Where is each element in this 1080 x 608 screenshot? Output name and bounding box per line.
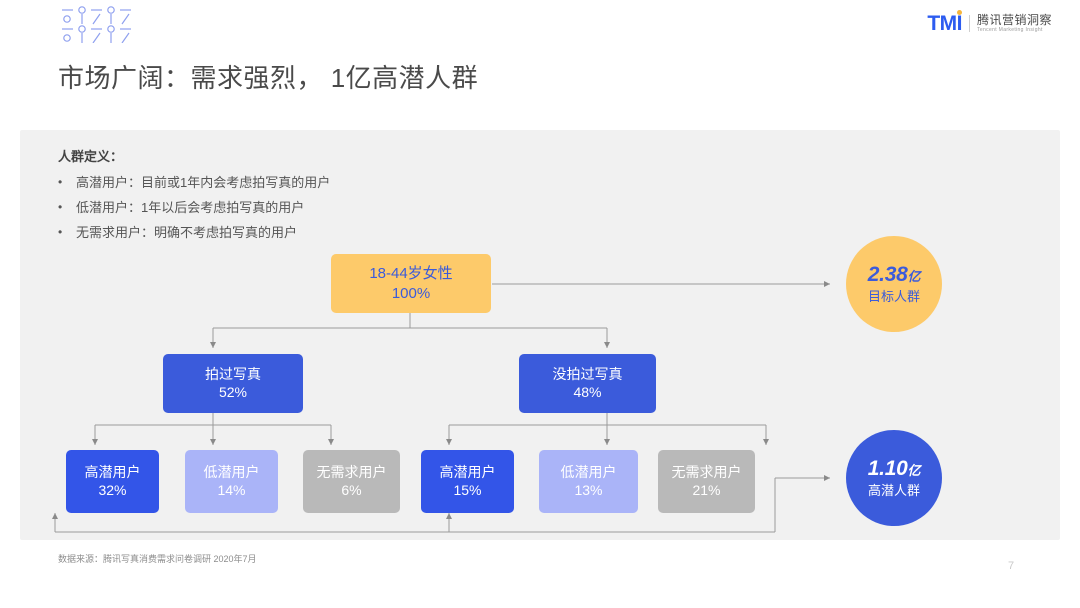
node-label: 18-44岁女性	[369, 265, 453, 283]
logo-divider	[968, 15, 970, 32]
callout-caption: 目标人群	[867, 289, 920, 304]
bullet-icon: •	[58, 175, 63, 189]
bullet-icon: •	[58, 200, 63, 214]
list-item: • 无需求用户：明确不考虑拍写真的用户	[58, 220, 330, 245]
node-value: 100%	[391, 284, 431, 302]
list-item: • 低潜用户：1年以后会考虑拍写真的用户	[58, 195, 330, 220]
node-value: 15%	[453, 481, 482, 498]
callout-number: 2.38亿	[867, 262, 921, 287]
brand-name-cn: 腾讯营销洞察	[976, 13, 1052, 28]
flow-node-low-potential-left[interactable]: 低潜用户 14%	[185, 450, 278, 513]
list-item-text: 无需求用户：明确不考虑拍写真的用户	[76, 225, 298, 240]
flow-node-no-demand-left[interactable]: 无需求用户 6%	[303, 450, 400, 513]
tmi-brand-logo: TMI 腾讯营销洞察 Tencent Marketing Insight	[927, 10, 1052, 35]
source-note: 数据来源：腾讯写真消费需求问卷调研 2020年7月	[58, 554, 257, 564]
callout-target-population[interactable]: 2.38亿 目标人群	[846, 236, 942, 332]
callout-value: 1.10	[867, 456, 908, 480]
node-value: 14%	[217, 481, 246, 498]
brand-name-en: Tencent Marketing Insight	[976, 26, 1043, 33]
node-label: 无需求用户	[316, 463, 387, 480]
brand-accent-dot-icon	[956, 10, 962, 15]
card-footer-strip	[20, 540, 1060, 580]
content-card: 人群定义： • 高潜用户：目前或1年内会考虑拍写真的用户 • 低潜用户：1年以后…	[20, 130, 1060, 540]
node-value: 6%	[341, 481, 362, 498]
flow-node-low-potential-right[interactable]: 低潜用户 13%	[539, 450, 638, 513]
list-item-text: 高潜用户：目前或1年内会考虑拍写真的用户	[76, 175, 331, 190]
callout-high-potential-population[interactable]: 1.10亿 高潜人群	[846, 430, 942, 526]
node-label: 低潜用户	[203, 463, 260, 480]
page-title: 市场广阔：需求强烈， 1亿高潜人群	[58, 63, 479, 93]
node-value: 32%	[98, 481, 127, 498]
flow-diagram: 18-44岁女性 100% 拍过写真 52% 没拍过写真 48% 高潜用户 32…	[20, 130, 1060, 540]
flow-node-taken-photos[interactable]: 拍过写真 52%	[163, 354, 303, 413]
list-item-text: 低潜用户：1年以后会考虑拍写真的用户	[76, 200, 305, 215]
callout-number: 1.10亿	[867, 456, 921, 481]
flow-node-root[interactable]: 18-44岁女性 100%	[331, 254, 491, 313]
node-value: 13%	[574, 481, 603, 498]
node-value: 52%	[218, 383, 248, 400]
flow-node-high-potential-left[interactable]: 高潜用户 32%	[66, 450, 159, 513]
node-label: 低潜用户	[560, 463, 617, 480]
node-label: 无需求用户	[671, 463, 742, 480]
tmi-wordmark: TMI	[927, 10, 962, 35]
brand-text-block: 腾讯营销洞察 Tencent Marketing Insight	[977, 14, 1052, 33]
callout-caption: 高潜人群	[867, 483, 920, 498]
node-label: 高潜用户	[439, 463, 496, 480]
node-label: 没拍过写真	[552, 365, 623, 382]
callout-unit: 亿	[907, 462, 921, 478]
page-number: 7	[1008, 560, 1015, 572]
flow-node-no-demand-right[interactable]: 无需求用户 21%	[658, 450, 755, 513]
flow-connectors	[52, 281, 830, 533]
node-label: 高潜用户	[84, 463, 141, 480]
flow-node-high-potential-right[interactable]: 高潜用户 15%	[421, 450, 514, 513]
list-item: • 高潜用户：目前或1年内会考虑拍写真的用户	[58, 170, 330, 195]
node-value: 21%	[692, 481, 721, 498]
node-label: 拍过写真	[205, 365, 261, 382]
bullet-icon: •	[58, 225, 63, 239]
definition-heading: 人群定义：	[58, 149, 124, 164]
callout-value: 2.38	[867, 262, 908, 286]
callout-unit: 亿	[907, 268, 921, 284]
flow-node-not-taken-photos[interactable]: 没拍过写真 48%	[519, 354, 656, 413]
dot-grid-logo-icon	[60, 5, 156, 43]
definition-list: • 高潜用户：目前或1年内会考虑拍写真的用户 • 低潜用户：1年以后会考虑拍写真…	[58, 170, 330, 245]
node-value: 48%	[573, 383, 602, 400]
